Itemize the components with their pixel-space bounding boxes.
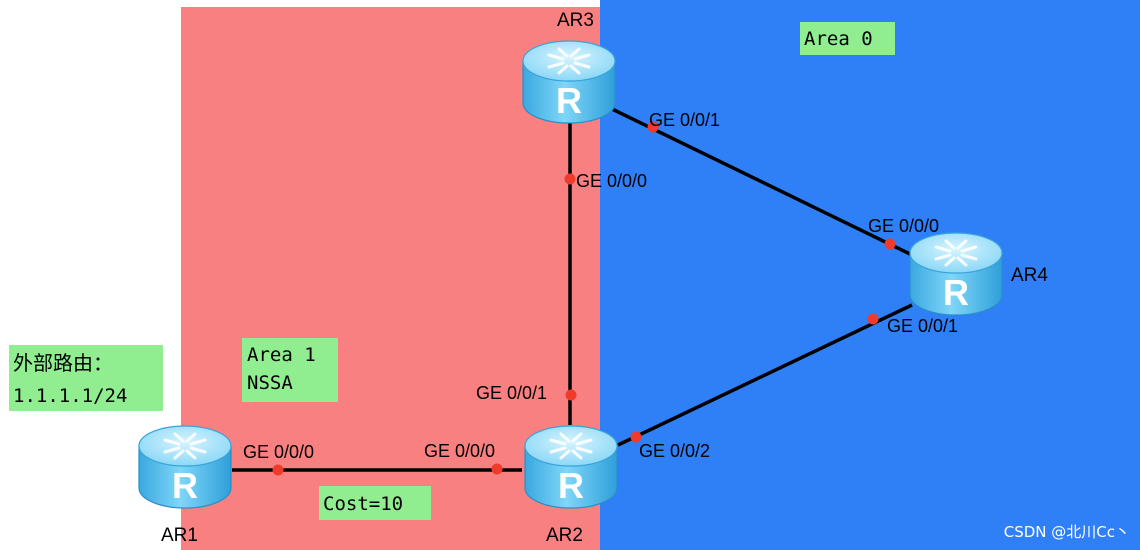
external-route-box: 外部路由： 1.1.1.1/24 bbox=[9, 345, 163, 411]
port-label-ar2-g002: GE 0/0/2 bbox=[639, 441, 710, 461]
area0-label: Area 0 bbox=[804, 28, 873, 50]
area1-label: Area 1 bbox=[247, 344, 316, 366]
router-glyph: R bbox=[558, 465, 584, 506]
port-label-ar1-g000: GE 0/0/0 bbox=[243, 442, 314, 462]
router-ar1[interactable]: R bbox=[137, 424, 233, 510]
port-label-ar4-g000: GE 0/0/0 bbox=[868, 216, 939, 236]
port-label-ar4-g001: GE 0/0/1 bbox=[887, 316, 958, 336]
port-dot-ar2-g002 bbox=[630, 431, 642, 443]
router-label-ar3: AR3 bbox=[557, 10, 594, 31]
port-label-ar3-g000: GE 0/0/0 bbox=[576, 171, 647, 191]
router-glyph: R bbox=[172, 465, 198, 506]
port-label-ar2-g001: GE 0/0/1 bbox=[476, 383, 547, 403]
external-route-prefix: 1.1.1.1/24 bbox=[13, 385, 127, 407]
router-ar2[interactable]: R bbox=[523, 424, 619, 510]
area1-type-label: NSSA bbox=[247, 372, 293, 394]
router-glyph: R bbox=[943, 272, 969, 313]
port-dot-ar4-g000 bbox=[884, 238, 896, 250]
port-label-ar2-g000: GE 0/0/0 bbox=[424, 441, 495, 461]
area1-label-box: Area 1 NSSA bbox=[242, 338, 338, 402]
router-ar4[interactable]: R bbox=[908, 231, 1004, 317]
port-dot-ar1-g000 bbox=[272, 464, 284, 476]
cost-label-box: Cost=10 bbox=[319, 486, 431, 520]
link-ar3-ar4 bbox=[609, 106, 913, 257]
port-dot-ar3-g001 bbox=[647, 121, 659, 133]
router-label-ar4: AR4 bbox=[1011, 265, 1048, 286]
cost-label: Cost=10 bbox=[323, 493, 403, 515]
port-label-ar3-g001: GE 0/0/1 bbox=[649, 110, 720, 130]
area0-label-box: Area 0 bbox=[800, 22, 895, 55]
watermark: CSDN @北川Cc丶 bbox=[1004, 523, 1130, 541]
router-ar3[interactable]: R bbox=[521, 39, 617, 125]
area0-region bbox=[600, 0, 1140, 550]
port-dot-ar2-g001 bbox=[565, 389, 577, 401]
external-route-title: 外部路由： bbox=[13, 351, 113, 375]
link-ar2-ar4 bbox=[617, 303, 913, 447]
router-label-ar2: AR2 bbox=[546, 525, 583, 546]
router-glyph: R bbox=[556, 80, 582, 121]
port-dot-ar3-g000 bbox=[564, 173, 576, 185]
port-dot-ar2-g000 bbox=[491, 463, 503, 475]
port-dot-ar4-g001 bbox=[867, 313, 879, 325]
router-label-ar1: AR1 bbox=[161, 525, 198, 546]
